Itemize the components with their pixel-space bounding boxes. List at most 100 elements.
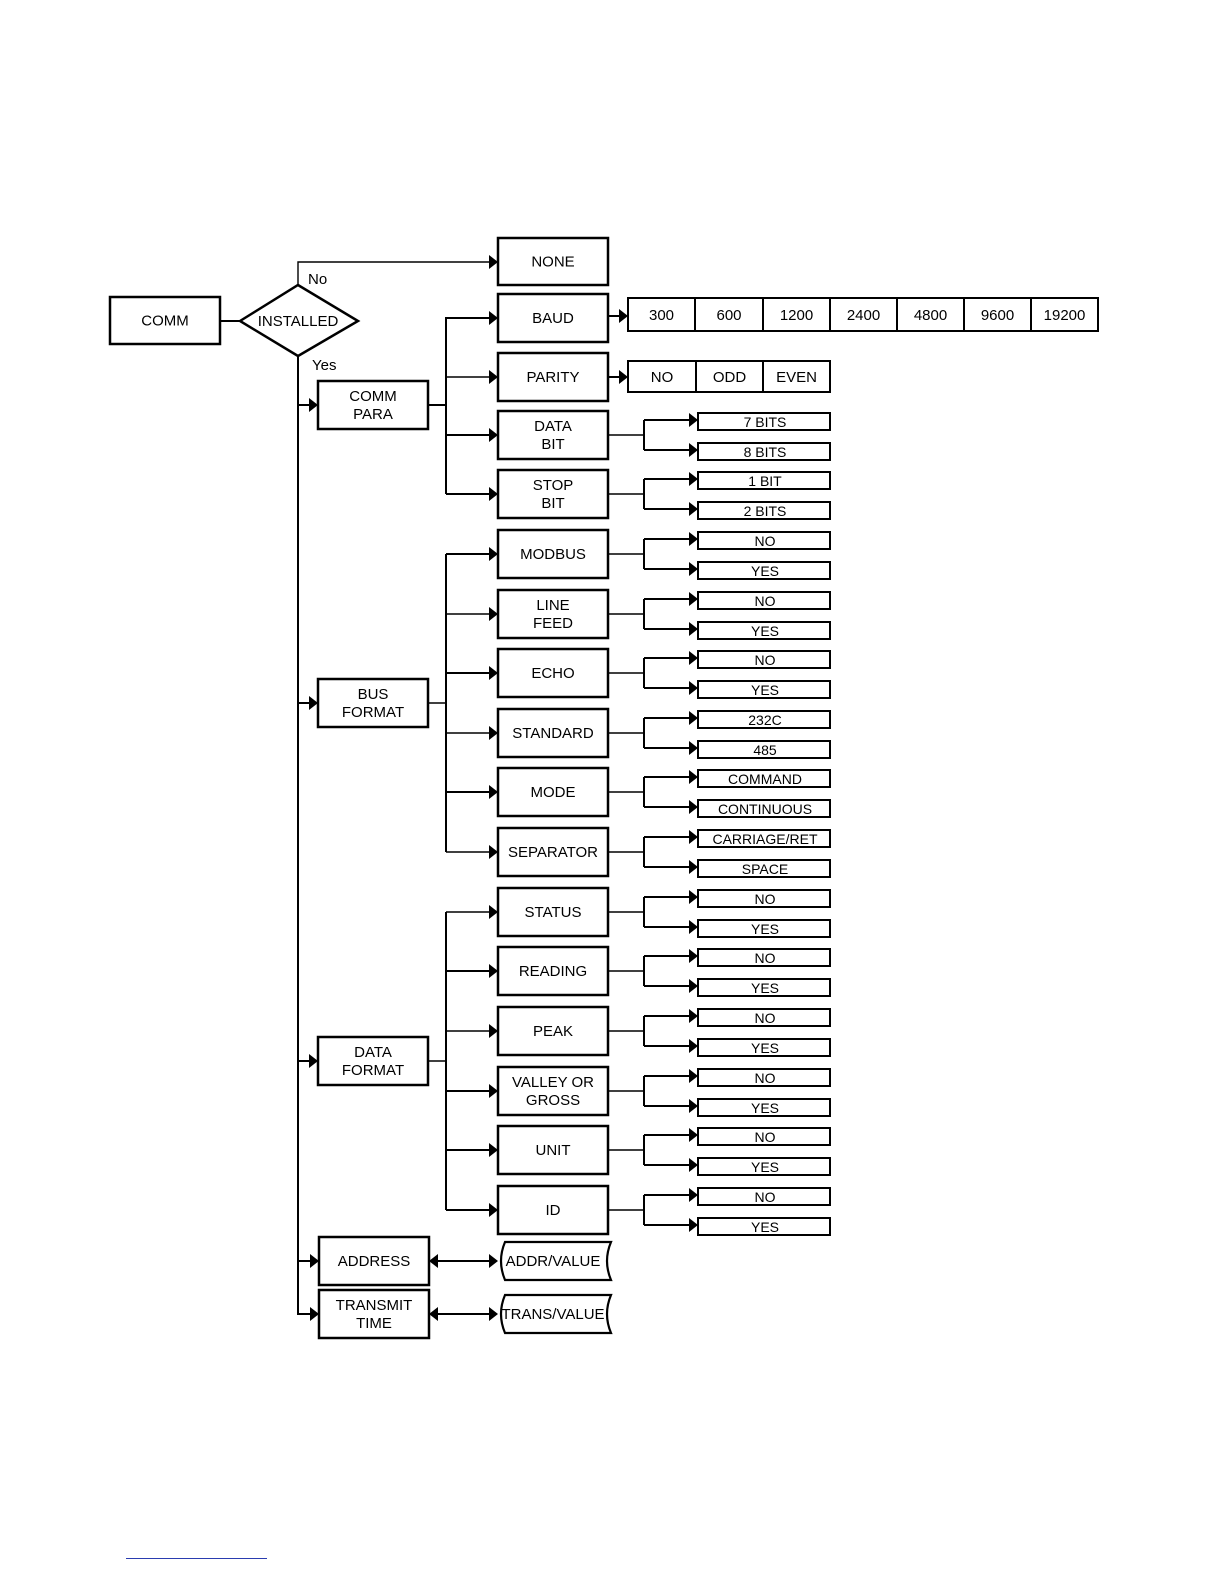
valley-or-gross-option-yes: [697, 1098, 831, 1117]
valley-or-gross-option-arrowhead: [689, 1099, 698, 1113]
parity-label: PARITY: [526, 369, 579, 386]
baud-option-600: [694, 297, 764, 332]
data-bit-label: DATA: [534, 418, 572, 435]
stop-bit-label: STOP: [533, 477, 574, 494]
baud-option-600-label: 600: [716, 307, 741, 324]
bus-format-box-arrowhead: [309, 696, 318, 710]
data-bit-option-arrowhead: [689, 413, 698, 427]
reading-option-no: [697, 948, 831, 967]
modbus-option-yes-label: YES: [751, 563, 779, 579]
parity-option-odd-label: ODD: [713, 369, 747, 386]
comm-para-box-arrowhead: [309, 398, 318, 412]
parity-option-odd: [695, 360, 764, 393]
parity-option-no-label: NO: [651, 369, 674, 386]
stop-bit-option-1-bit: [697, 471, 831, 490]
line-feed-option-yes: [697, 621, 831, 640]
baud-label: BAUD: [532, 310, 574, 327]
valley-or-gross-option-no: [697, 1068, 831, 1087]
transmit-time-value-label: TRANS/VALUE: [501, 1306, 604, 1323]
address-value-arrowhead-right: [489, 1254, 498, 1268]
stop-bit-option-arrowhead: [689, 502, 698, 516]
separator-label: SEPARATOR: [508, 844, 598, 861]
baud-box: [496, 292, 610, 344]
stop-bit-option-arrowhead: [689, 472, 698, 486]
reading-option-no-label: NO: [755, 950, 776, 966]
mode-label: MODE: [531, 784, 576, 801]
standard-label: STANDARD: [512, 725, 594, 742]
unit-arrowhead: [489, 1143, 498, 1157]
line-feed-label: LINE: [536, 597, 569, 614]
echo-option-yes-label: YES: [751, 682, 779, 698]
status-option-yes: [697, 919, 831, 938]
mode-option-continuous-label: CONTINUOUS: [718, 801, 812, 817]
comm-para-box-label: PARA: [353, 406, 393, 423]
bus-format-box-label: BUS: [358, 686, 389, 703]
separator-arrowhead: [489, 845, 498, 859]
transmit-time-value-arrowhead-left: [429, 1307, 438, 1321]
standard-option-232c: [697, 710, 831, 729]
peak-option-no-label: NO: [755, 1010, 776, 1026]
status-option-no: [697, 889, 831, 908]
id-option-yes-label: YES: [751, 1219, 779, 1235]
data-bit-label: BIT: [541, 436, 564, 453]
valley-or-gross-arrowhead: [489, 1084, 498, 1098]
line-feed-label: FEED: [533, 615, 573, 632]
unit-option-arrowhead: [689, 1158, 698, 1172]
parity-option-even: [762, 360, 831, 393]
status-option-yes-label: YES: [751, 921, 779, 937]
id-option-yes: [697, 1217, 831, 1236]
id-arrowhead: [489, 1203, 498, 1217]
address-box: [317, 1235, 431, 1287]
standard-option-485: [697, 740, 831, 759]
standard-option-arrowhead: [689, 711, 698, 725]
yes-branch-label: Yes: [312, 357, 336, 374]
peak-option-yes: [697, 1038, 831, 1057]
data-bit-option-7-bits: [697, 412, 831, 431]
baud-option-4800: [896, 297, 965, 332]
mode-option-arrowhead: [689, 770, 698, 784]
line-feed-option-arrowhead: [689, 592, 698, 606]
separator-option-space-label: SPACE: [742, 861, 788, 877]
standard-option-arrowhead: [689, 741, 698, 755]
unit-option-yes-label: YES: [751, 1159, 779, 1175]
footer-rule: [126, 1558, 267, 1559]
modbus-option-arrowhead: [689, 562, 698, 576]
comm-box-label: COMM: [141, 313, 189, 330]
data-format-box-arrowhead: [309, 1054, 318, 1068]
data-bit-option-8-bits-label: 8 BITS: [744, 444, 787, 460]
mode-box: [496, 766, 610, 818]
separator-option-carriage-ret-label: CARRIAGE/RET: [712, 831, 817, 847]
parity-option-even-label: EVEN: [776, 369, 817, 386]
comm-box: [108, 295, 222, 346]
baud-option-19200: [1030, 297, 1099, 332]
baud-options-arrowhead: [619, 309, 628, 323]
status-arrowhead: [489, 905, 498, 919]
valley-or-gross-option-yes-label: YES: [751, 1100, 779, 1116]
unit-option-no: [697, 1127, 831, 1146]
no-branch-line: [297, 261, 496, 285]
modbus-option-yes: [697, 561, 831, 580]
status-option-arrowhead: [689, 890, 698, 904]
baud-option-9600: [963, 297, 1032, 332]
line-feed-arrowhead: [489, 607, 498, 621]
line-feed-option-no: [697, 591, 831, 610]
separator-option-space: [697, 859, 831, 878]
unit-option-no-label: NO: [755, 1129, 776, 1145]
baud-option-2400-label: 2400: [847, 307, 880, 324]
status-option-no-label: NO: [755, 891, 776, 907]
modbus-label: MODBUS: [520, 546, 586, 563]
valley-or-gross-option-arrowhead: [689, 1069, 698, 1083]
parity-arrowhead: [489, 370, 498, 384]
modbus-option-no: [697, 531, 831, 550]
address-label: ADDRESS: [338, 1253, 411, 1270]
line-feed-option-no-label: NO: [755, 593, 776, 609]
echo-option-yes: [697, 680, 831, 699]
peak-option-no: [697, 1008, 831, 1027]
valley-or-gross-label: GROSS: [526, 1092, 580, 1109]
reading-option-yes: [697, 978, 831, 997]
baud-option-19200-label: 19200: [1044, 307, 1086, 324]
baud-option-1200: [762, 297, 831, 332]
id-option-no: [697, 1187, 831, 1206]
valley-or-gross-box: [496, 1065, 610, 1117]
